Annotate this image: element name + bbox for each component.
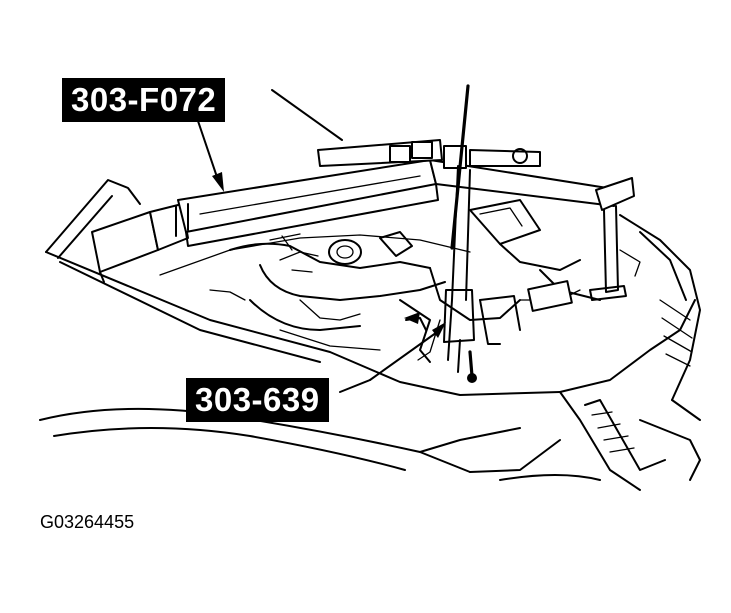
leader-lines [197, 89, 446, 393]
leader-line-lower-pointer [369, 329, 441, 381]
leader-line-lower [339, 379, 371, 393]
leader-line-upper-right [271, 89, 343, 141]
vehicle-body-outline [39, 179, 701, 491]
callout-label-303-F072: 303-F072 [62, 78, 226, 122]
callout-label-303-639: 303-639 [186, 378, 329, 422]
engine-components [159, 199, 641, 363]
figure-id: G03264455 [40, 512, 135, 532]
support-bar-303-F072 [91, 139, 635, 301]
arrowhead-upper-left [212, 172, 224, 192]
arrowhead-lower [432, 322, 446, 338]
leader-line-upper-left [197, 120, 219, 181]
lifting-rod [443, 84, 477, 383]
